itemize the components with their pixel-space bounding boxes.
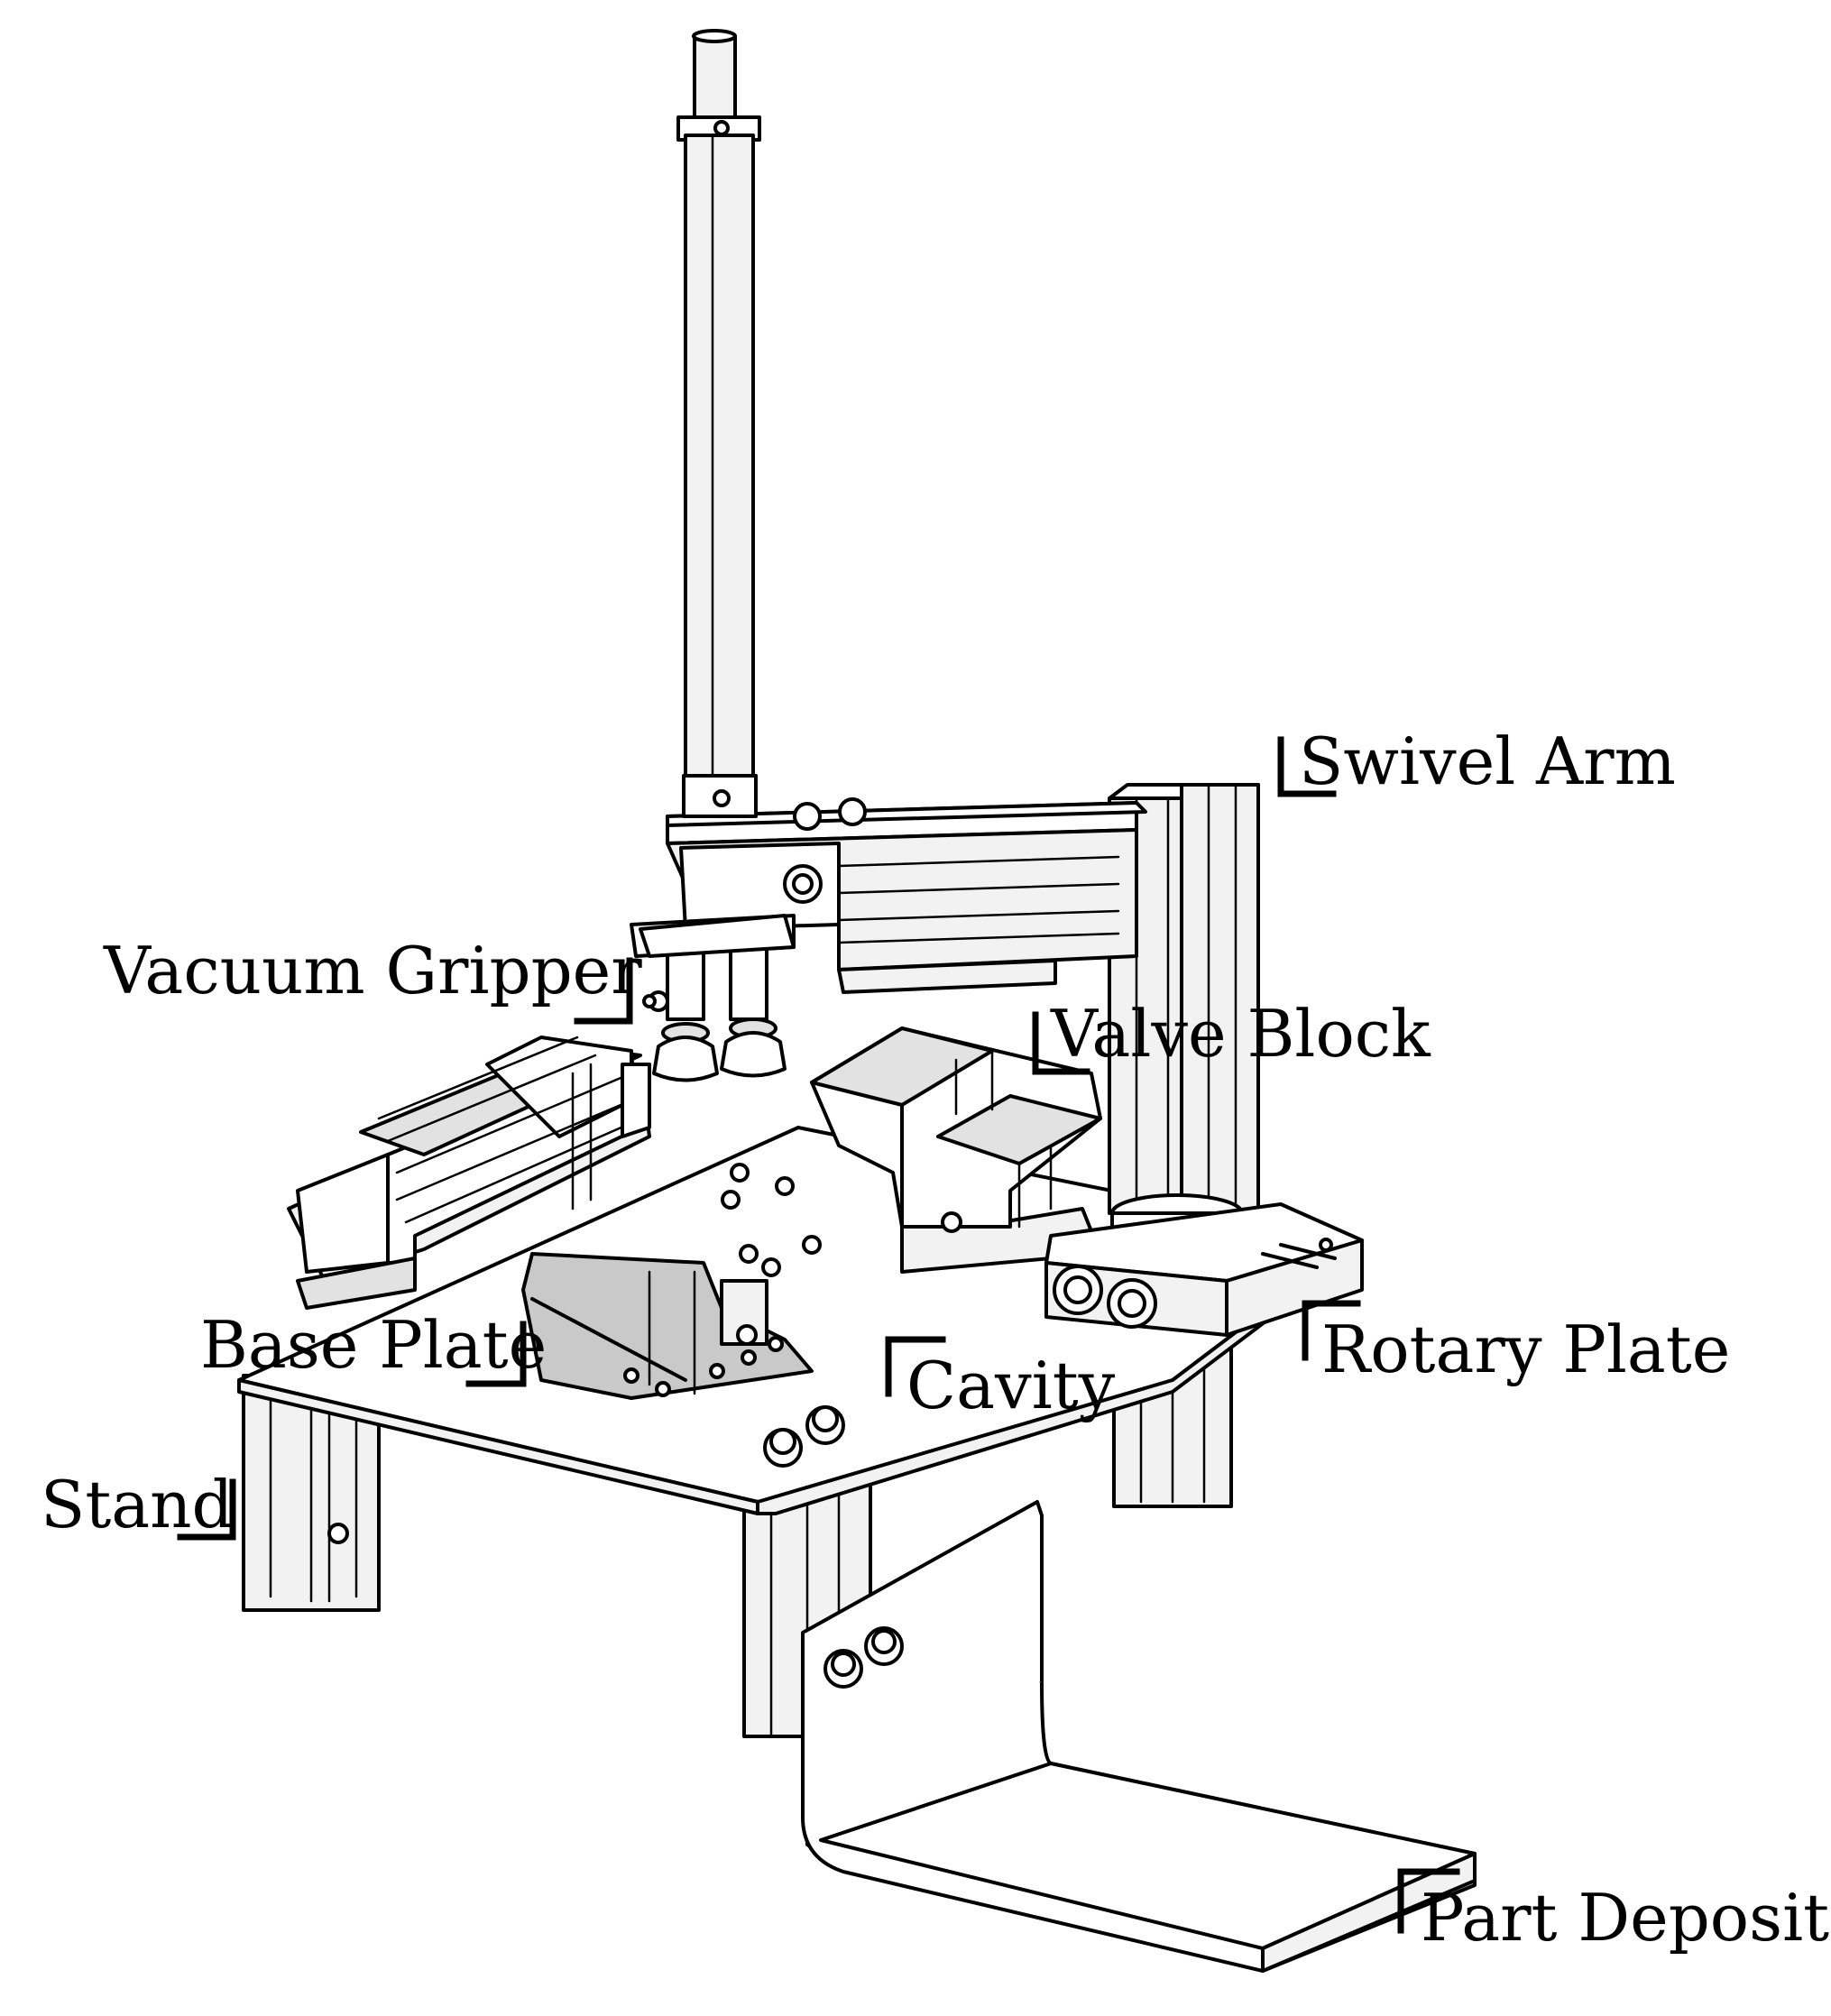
cavity-label: Cavity xyxy=(906,1348,1116,1423)
rotary-plate-bracket xyxy=(1302,1300,1361,1361)
vertical-cylinder xyxy=(676,29,761,818)
part-deposit-drawing xyxy=(801,1500,1477,1973)
part-deposit-bracket xyxy=(1397,1868,1460,1934)
vacuum-gripper-bracket xyxy=(574,957,633,1025)
rotary-legs xyxy=(1118,1330,1236,1506)
base-plate-label: Base Plate xyxy=(200,1307,547,1383)
cavity-internals xyxy=(720,1279,768,1346)
base-plate-bracket xyxy=(465,1321,527,1387)
rotary-plate-label: Rotary Plate xyxy=(1321,1312,1731,1387)
cavity-bracket xyxy=(885,1336,946,1397)
stand-bracket xyxy=(177,1478,236,1541)
stand-label: Stand xyxy=(41,1467,234,1542)
part-deposit-label: Part Deposit xyxy=(1421,1880,1830,1956)
valve-block-bracket xyxy=(1032,1011,1090,1075)
rotary-plate-drawing xyxy=(1044,1202,1364,1337)
valve-block-label: Valve Block xyxy=(1051,996,1431,1072)
terminal-block-rail xyxy=(287,1036,651,1310)
swivel-arm-label: Swivel Arm xyxy=(1299,723,1676,799)
vacuum-gripper-label: Vacuum Gripper xyxy=(104,933,642,1008)
swivel-arm-bracket xyxy=(1277,736,1337,797)
vacuum-gripper-drawing xyxy=(639,914,796,1082)
swivel-arm-drawing xyxy=(630,797,1147,994)
label-brackets xyxy=(177,736,1460,1934)
